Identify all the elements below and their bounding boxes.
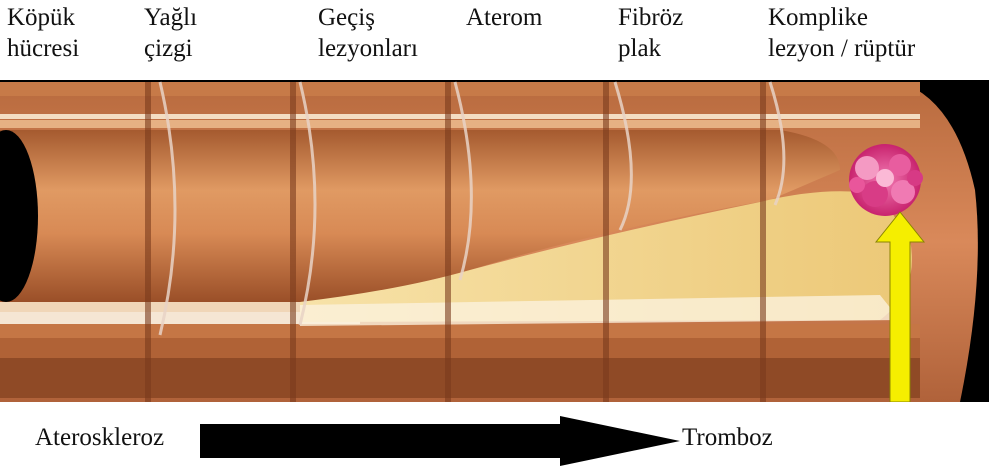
stage-label-fibrous-plaque: Fibröz plak [618, 2, 683, 64]
stage-label-complicated-lesion: Komplike lezyon / rüptür [768, 2, 915, 64]
progression-start-label: Ateroskleroz [35, 422, 164, 454]
stage-label-transitional-lesions: Geçiş lezyonları [318, 2, 418, 64]
stage-label-foam-cell: Köpük hücresi [7, 2, 79, 64]
artery-illustration [0, 80, 989, 402]
progression-end-label: Tromboz [682, 422, 773, 454]
stage-label-atheroma: Aterom [466, 2, 542, 33]
stage-label-fatty-streak: Yağlı çizgi [144, 2, 197, 64]
progression-arrow [200, 416, 680, 466]
